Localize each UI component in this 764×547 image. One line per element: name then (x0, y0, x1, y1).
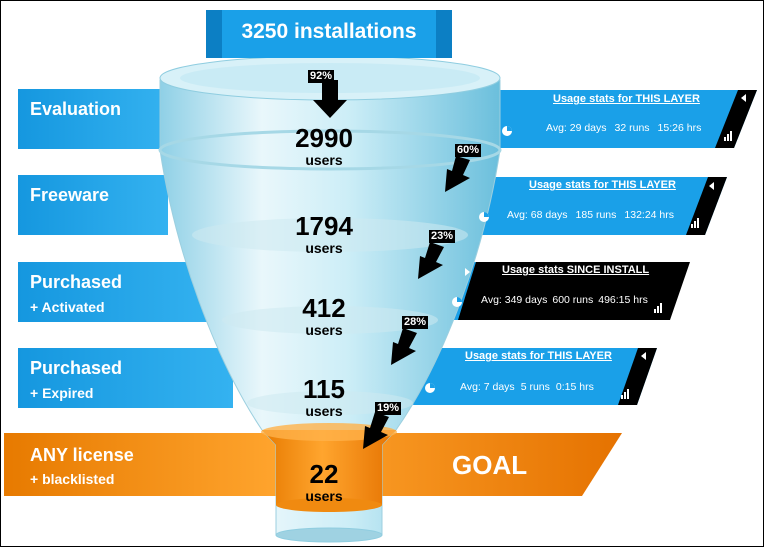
stage-label-purchased-expired: Purchased + Expired (18, 348, 233, 408)
arrow-3 (418, 242, 444, 279)
play-icon (641, 352, 646, 360)
band-purchased-expired (18, 348, 233, 408)
bar-chart-icon (654, 303, 662, 313)
stats-avg-days: Avg: 7 days (460, 381, 515, 393)
count-unit: users (305, 403, 343, 419)
drop-percent: 60% (455, 144, 482, 157)
stage-label-any-license: ANY license + blacklisted (18, 433, 418, 496)
arrow-5 (363, 412, 389, 449)
drop-percent: 92% (308, 70, 335, 83)
count-unit: users (305, 152, 343, 168)
play-icon (709, 182, 714, 190)
stage-count: 22 users (254, 460, 394, 504)
stats-title[interactable]: Usage stats for THIS LAYER (553, 93, 700, 105)
stage-title: Freeware (30, 185, 110, 205)
total-installations: 3250 installations (241, 20, 417, 43)
stats-avg-days: Avg: 68 days (507, 209, 568, 221)
stage-label-freeware: Freeware (18, 175, 168, 235)
stage-count: 1794 users (254, 212, 394, 256)
count-value: 115 (303, 374, 345, 404)
pie-chart-icon (502, 126, 512, 136)
stats-panel-1 (484, 90, 757, 148)
stats-values: Avg: 7 days 5 runs 0:15 hrs (460, 381, 602, 393)
pie-chart-icon (452, 297, 462, 307)
stage-label-evaluation: Evaluation (18, 89, 168, 149)
stats-avg-days: Avg: 349 days (481, 294, 548, 306)
pie-chart-icon (425, 383, 435, 393)
stage-label-purchased-activated: Purchased + Activated (18, 262, 218, 322)
band-evaluation (18, 89, 168, 149)
stage-title: Evaluation (30, 99, 122, 119)
drop-percent: 28% (402, 316, 429, 329)
count-unit: users (305, 488, 343, 504)
total-tab (206, 10, 452, 58)
bar-chart-icon (724, 131, 732, 141)
count-value: 22 (309, 459, 339, 489)
stats-hours: 132:24 hrs (624, 209, 675, 221)
drop-percent: 23% (429, 230, 456, 243)
stats-runs: 600 runs (552, 294, 594, 306)
count-unit: users (305, 240, 343, 256)
stats-hours: 496:15 hrs (598, 294, 648, 306)
count-unit: users (305, 322, 343, 338)
count-value: 1794 (295, 211, 353, 241)
pie-chart-icon (479, 212, 489, 222)
stats-title[interactable]: Usage stats SINCE INSTALL (502, 264, 650, 276)
stage-subtitle: + blacklisted (30, 471, 115, 487)
arrow-1 (313, 80, 347, 118)
arrow-4 (391, 328, 417, 365)
stats-title[interactable]: Usage stats for THIS LAYER (465, 350, 612, 362)
stats-panel-2 (460, 177, 727, 235)
stats-avg-days: Avg: 29 days (546, 122, 607, 134)
stage-count: 412 users (254, 294, 394, 338)
stage-subtitle: + Activated (30, 299, 105, 315)
stats-values: Avg: 29 days 32 runs 15:26 hrs (546, 122, 709, 134)
funnel-body (158, 55, 502, 543)
count-value: 2990 (295, 123, 353, 153)
play-icon (741, 94, 746, 102)
stage-title: Purchased (30, 272, 123, 292)
stage-count: 2990 users (254, 124, 394, 168)
stats-hours: 15:26 hrs (657, 122, 702, 134)
band-freeware (18, 175, 168, 235)
count-value: 412 (302, 293, 346, 323)
stats-values: Avg: 349 days 600 runs 496:15 hrs (481, 294, 656, 306)
play-icon (465, 268, 470, 276)
stage-title: Purchased (30, 358, 123, 378)
bar-chart-icon (621, 389, 629, 399)
stats-runs: 32 runs (614, 122, 650, 134)
stats-title[interactable]: Usage stats for THIS LAYER (529, 179, 676, 191)
stats-hours: 0:15 hrs (555, 381, 594, 393)
band-purchased-activated (18, 262, 218, 322)
stats-runs: 185 runs (575, 209, 617, 221)
stage-subtitle: + Expired (30, 385, 94, 401)
arrow-2 (445, 156, 470, 192)
stats-runs: 5 runs (520, 381, 550, 393)
goal-label: GOAL (452, 450, 528, 480)
bar-chart-icon (691, 218, 699, 228)
drop-percent: 19% (375, 402, 402, 415)
stage-count: 115 users (254, 375, 394, 419)
stats-values: Avg: 68 days 185 runs 132:24 hrs (507, 209, 682, 221)
stage-title: ANY license (30, 445, 134, 465)
